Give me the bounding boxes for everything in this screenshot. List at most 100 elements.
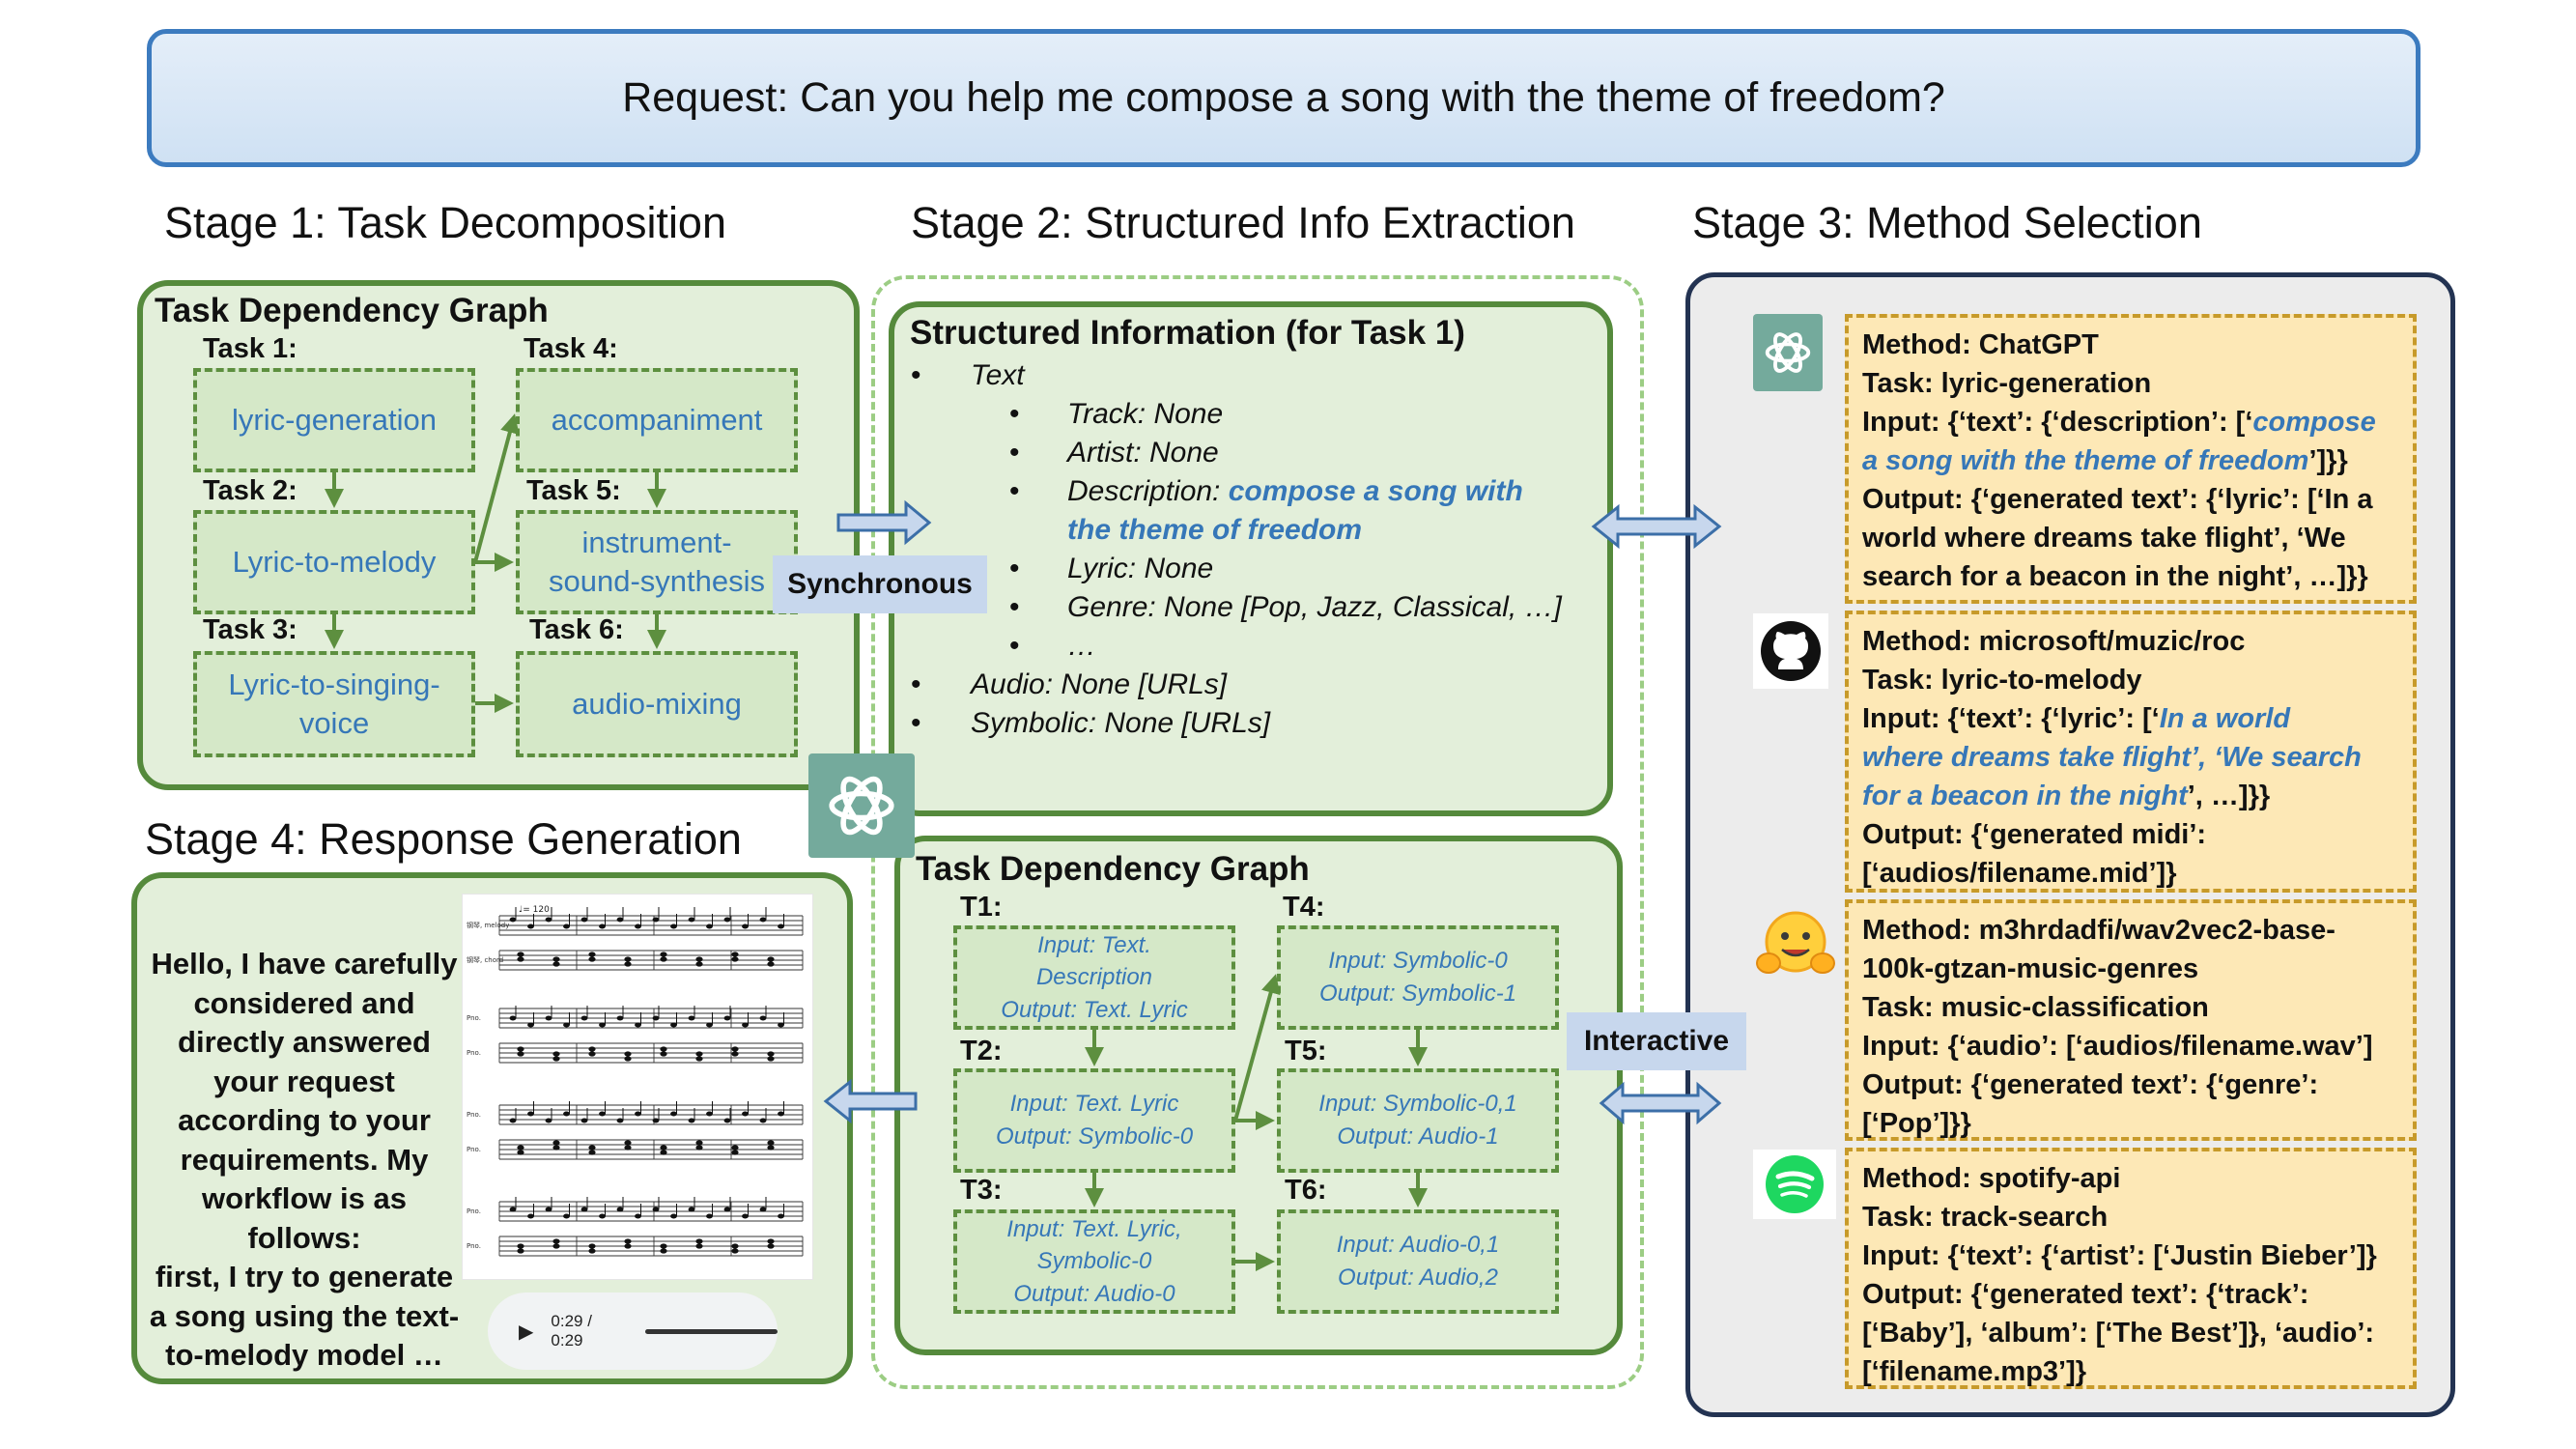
- interactive-tag: Interactive: [1567, 1012, 1746, 1070]
- note-head: [670, 1213, 677, 1219]
- task5-name-line1: instrument-: [581, 525, 732, 559]
- info-artist: Artist: None: [1067, 437, 1219, 469]
- note-head: [778, 1213, 784, 1219]
- note-head: [517, 1150, 524, 1155]
- response-text: Hello, I have carefully considered and d…: [145, 945, 464, 1376]
- spotify-method: Method: spotify-api: [1862, 1163, 2121, 1194]
- huggingface-icon: [1753, 906, 1838, 983]
- t2-output: Output: Symbolic-0: [995, 1123, 1194, 1150]
- note-head: [552, 1238, 560, 1244]
- response-line: directly answered: [178, 1025, 431, 1059]
- synchronous-label: Synchronous: [787, 568, 973, 600]
- note-head: [695, 1145, 703, 1151]
- t4-output: Output: Symbolic-1: [1318, 980, 1517, 1007]
- note-head: [742, 923, 749, 929]
- bullet-text: •: [911, 359, 921, 391]
- note-head: [652, 917, 660, 923]
- task2-label: Task 2:: [203, 475, 297, 506]
- response-line: first, I try to generate: [155, 1260, 454, 1293]
- note-head: [616, 917, 624, 923]
- task5-name-line2: sound-synthesis: [548, 564, 765, 598]
- note-head: [767, 1238, 775, 1244]
- stage2-info-panel: [889, 301, 1613, 816]
- note-head: [563, 1022, 570, 1028]
- stage4-title: Stage 4: Response Generation: [145, 814, 742, 864]
- synchronous-tag: Synchronous: [773, 555, 987, 613]
- chatgpt-task: Task: lyric-generation: [1862, 368, 2152, 399]
- note-head: [517, 1145, 524, 1151]
- note-head: [588, 1248, 596, 1254]
- note-head: [778, 1111, 784, 1117]
- note-head: [695, 1140, 703, 1146]
- bullet-track: •: [1009, 398, 1020, 430]
- note-head: [731, 1150, 739, 1155]
- interactive-label: Interactive: [1583, 1025, 1730, 1057]
- info-symbolic: Symbolic: None [URLs]: [971, 707, 1271, 739]
- note-head: [545, 1118, 552, 1123]
- note-head: [731, 1046, 739, 1052]
- note-head: [588, 1145, 596, 1151]
- progress-bar[interactable]: [645, 1328, 778, 1334]
- note-head: [580, 917, 588, 923]
- play-icon[interactable]: ▶: [519, 1321, 534, 1343]
- t4-label: T4:: [1283, 892, 1325, 923]
- task2-box: Lyric-to-melody: [193, 510, 475, 614]
- task4-name: accompaniment: [551, 402, 763, 437]
- response-line: requirements. My: [180, 1142, 429, 1177]
- github-input-suffix: ’, …]}}: [2187, 781, 2271, 811]
- note-head: [688, 1207, 695, 1212]
- note-head: [778, 923, 784, 929]
- note-head: [695, 1238, 703, 1244]
- note-head: [731, 1248, 739, 1254]
- t6-output: Output: Audio,2: [1338, 1264, 1498, 1291]
- note-head: [624, 1238, 632, 1244]
- github-input-value: In a world: [2159, 703, 2291, 734]
- spotify-output-cont2: [‘filename.mp3’]}: [1862, 1356, 2087, 1387]
- note-head: [599, 923, 606, 929]
- note-head: [517, 1243, 524, 1249]
- github-input-value-cont: for a beacon in the night: [1862, 781, 2188, 811]
- note-head: [742, 1213, 749, 1219]
- note-head: [759, 1207, 767, 1212]
- t2-label: T2:: [960, 1036, 1003, 1066]
- t1-label: T1:: [960, 892, 1003, 923]
- info-track: Track: None: [1067, 398, 1224, 430]
- chatgpt-method: Method: ChatGPT: [1862, 329, 2099, 360]
- note-head: [731, 1145, 739, 1151]
- note-head: [545, 917, 552, 923]
- note-head: [767, 961, 775, 967]
- info-genre: Genre: None [Pop, Jazz, Classical, …]: [1067, 591, 1562, 623]
- method-card-huggingface: Method: m3hrdadfi/wav2vec2-base- 100k-gt…: [1845, 899, 2417, 1141]
- stage2-info-heading: Structured Information (for Task 1): [910, 314, 1465, 352]
- t5-box: Input: Symbolic-0,1 Output: Audio-1: [1277, 1068, 1559, 1173]
- bullet-ellipsis: •: [1009, 630, 1020, 662]
- task4-label: Task 4:: [524, 333, 618, 364]
- note-head: [509, 1207, 517, 1212]
- task5-label: Task 5:: [526, 475, 621, 506]
- note-head: [778, 1022, 784, 1028]
- task3-name-line2: voice: [298, 706, 370, 740]
- github-input-cont: where dreams take flight’, ‘We search: [1862, 742, 2362, 773]
- bullet-description: •: [1009, 475, 1020, 507]
- note-head: [670, 1022, 677, 1028]
- note-head: [723, 1118, 731, 1123]
- spotify-task: Task: track-search: [1862, 1202, 2109, 1233]
- info-description-line2: the theme of freedom: [1067, 514, 1362, 547]
- info-description-value-line1: compose a song with: [1228, 475, 1523, 507]
- audio-player[interactable]: ▶ 0:29 / 0:29: [488, 1293, 778, 1370]
- note-head: [759, 1118, 767, 1123]
- note-head: [624, 1243, 632, 1249]
- note-head: [588, 1243, 596, 1249]
- info-lyric: Lyric: None: [1067, 553, 1214, 584]
- github-input: Input: {‘text’: {‘lyric’: [‘In a world: [1862, 699, 2399, 738]
- response-line: a song using the text-: [149, 1298, 460, 1333]
- github-task: Task: lyric-to-melody: [1862, 665, 2142, 696]
- note-head: [616, 1118, 624, 1123]
- spotify-input: Input: {‘text’: {‘artist’: [‘Justin Bieb…: [1862, 1240, 2377, 1271]
- player-time: 0:29 / 0:29: [551, 1312, 592, 1350]
- note-head: [660, 1248, 667, 1254]
- response-line: according to your: [178, 1103, 431, 1137]
- note-head: [660, 956, 667, 962]
- stage2-title: Stage 2: Structured Info Extraction: [911, 198, 1575, 247]
